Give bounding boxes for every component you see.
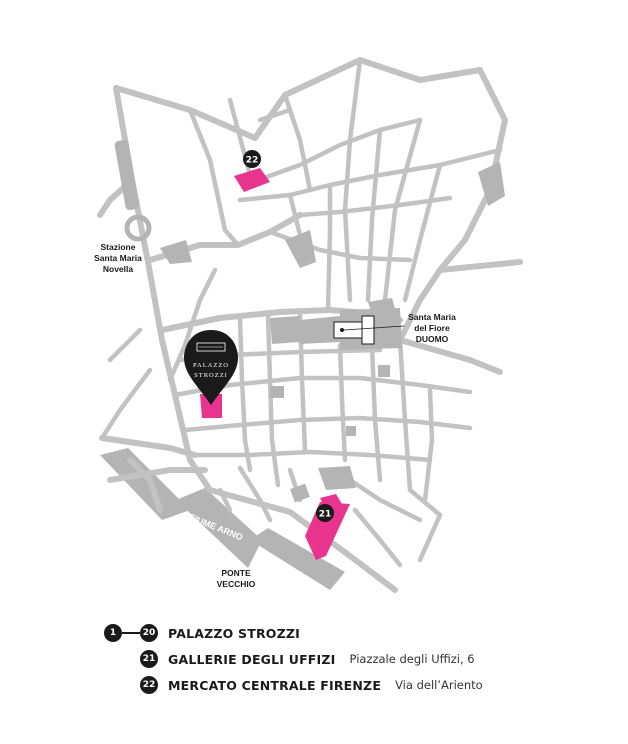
marker-21[interactable]: 21 — [316, 504, 334, 522]
marker-22[interactable]: 22 — [243, 150, 261, 168]
badge-range-end: 20 — [140, 624, 158, 642]
church-icon — [333, 315, 405, 345]
legend-item-uffizi[interactable]: 21 GALLERIE DEGLI UFFIZI Piazzale degli … — [104, 646, 604, 672]
marker-22-label: 22 — [246, 156, 259, 166]
location-pin-icon[interactable]: PALAZZO STROZZI — [184, 330, 238, 405]
mercato-centrale-area — [234, 168, 270, 192]
duomo-label-3: DUOMO — [416, 334, 449, 344]
highlighted-venues — [200, 168, 350, 560]
legend: 1 20 PALAZZO STROZZI 21 GALLERIE DEGLI U… — [104, 620, 604, 698]
badge-22: 22 — [140, 676, 158, 694]
legend-item-mercato[interactable]: 22 MERCATO CENTRALE FIRENZE Via dell’Ari… — [104, 672, 604, 698]
legend-title: MERCATO CENTRALE FIRENZE — [168, 677, 382, 693]
duomo-label-1: Santa Maria — [408, 312, 456, 322]
legend-item-palazzo-strozzi[interactable]: 1 20 PALAZZO STROZZI — [104, 620, 604, 646]
badge-range-start: 1 — [104, 624, 122, 642]
pin-label-2: STROZZI — [194, 372, 228, 379]
bridge-label-1: PONTE — [221, 568, 251, 578]
station-label-1: Stazione — [101, 242, 136, 252]
badge-range-connector — [122, 632, 140, 634]
duomo-label-2: del Fiore — [414, 323, 450, 333]
legend-title: GALLERIE DEGLI UFFIZI — [168, 651, 336, 667]
palazzo-strozzi-area — [200, 394, 222, 418]
legend-title: PALAZZO STROZZI — [168, 625, 300, 641]
bridge-label-2: VECCHIO — [217, 579, 256, 589]
legend-address: Via dell’Ariento — [395, 678, 483, 692]
river-embankments — [100, 448, 345, 590]
pin-label-1: PALAZZO — [193, 362, 229, 369]
marker-21-label: 21 — [319, 510, 332, 520]
city-map: Stazione Santa Maria Novella Santa Maria… — [94, 57, 523, 593]
badge-21: 21 — [140, 650, 158, 668]
station-label-3: Novella — [103, 264, 134, 274]
uffizi-area — [305, 502, 350, 560]
legend-address: Piazzale degli Uffizi, 6 — [349, 652, 475, 666]
station-label-2: Santa Maria — [94, 253, 142, 263]
